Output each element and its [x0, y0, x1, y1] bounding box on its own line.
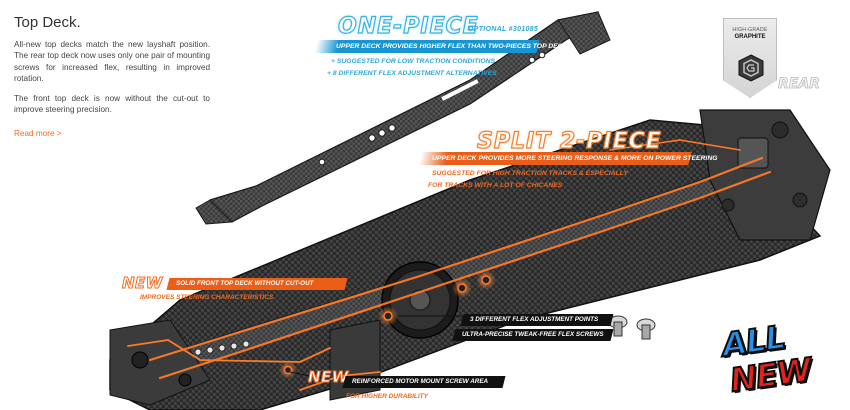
- rear-label: REAR: [778, 76, 821, 93]
- read-more-link[interactable]: Read more >: [14, 129, 62, 139]
- flex-screws: [608, 315, 656, 340]
- badge-line-2: GRAPHITE: [734, 34, 766, 40]
- flex-points-banner: 3 DIFFERENT FLEX ADJUSTMENT POINTS: [460, 314, 614, 326]
- motor-new-banner-text: REINFORCED MOTOR MOUNT SCREW AREA: [352, 378, 489, 385]
- motor-new-banner: REINFORCED MOTOR MOUNT SCREW AREA: [342, 376, 506, 388]
- page-title: Top Deck.: [14, 14, 81, 31]
- orange-highlight-traces: [127, 139, 772, 391]
- split-piece-line-2: FOR TRACKS WITH A LOT OF CHICANES: [428, 182, 563, 189]
- split-piece-heading: SPLIT 2-PIECE: [476, 128, 662, 154]
- all-new-logo: ALL NEW: [719, 317, 815, 402]
- flex-screws-banner: ULTRA-PRECISE TWEAK-FREE FLEX SCREWS: [452, 329, 614, 341]
- graphite-logo-icon: [738, 54, 764, 82]
- front-new-subtext: IMPROVES STEERING CHARACTERISTICS: [140, 294, 274, 301]
- split-piece-line-1: SUGGESTED FOR HIGH TRACTION TRACKS & ESP…: [432, 170, 628, 177]
- one-piece-line-2: + 8 DIFFERENT FLEX ADJUSTMENT ALTERNATIV…: [327, 70, 497, 77]
- split-piece-banner: UPPER DECK PROVIDES MORE STEERING RESPON…: [418, 152, 718, 165]
- one-piece-line-1: + SUGGESTED FOR LOW TRACTION CONDITIONS: [331, 58, 496, 65]
- graphite-badge: HIGH-GRADE GRAPHITE: [723, 18, 777, 98]
- one-piece-banner-text: UPPER DECK PROVIDES HIGHER FLEX THAN TWO…: [336, 43, 568, 50]
- flex-adjustment-points: [279, 270, 496, 379]
- split-piece-banner-text: UPPER DECK PROVIDES MORE STEERING RESPON…: [432, 155, 718, 162]
- one-piece-optional-code: OPTIONAL #301085: [468, 26, 539, 33]
- badge-line-1: HIGH-GRADE: [732, 27, 768, 33]
- front-new-banner: SOLID FRONT TOP DECK WITHOUT CUT-OUT: [166, 278, 348, 290]
- text-column: Top Deck. All-new top decks match the ne…: [14, 14, 210, 141]
- one-piece-heading: ONE-PIECE: [337, 13, 479, 39]
- motor-new-subtext: FOR HIGHER DURABILITY: [346, 393, 428, 400]
- flex-screws-text: ULTRA-PRECISE TWEAK-FREE FLEX SCREWS: [462, 331, 604, 338]
- one-piece-top-deck: [195, 11, 611, 225]
- motor-new-tag: NEW: [308, 368, 349, 387]
- flex-points-text: 3 DIFFERENT FLEX ADJUSTMENT POINTS: [470, 316, 599, 323]
- description-paragraph-1: All-new top decks match the new layshaft…: [14, 40, 210, 84]
- description-paragraph-2: The front top deck is now without the cu…: [14, 93, 210, 115]
- front-new-tag: NEW: [122, 274, 163, 293]
- front-new-banner-text: SOLID FRONT TOP DECK WITHOUT CUT-OUT: [176, 280, 314, 287]
- one-piece-banner: UPPER DECK PROVIDES HIGHER FLEX THAN TWO…: [314, 40, 568, 53]
